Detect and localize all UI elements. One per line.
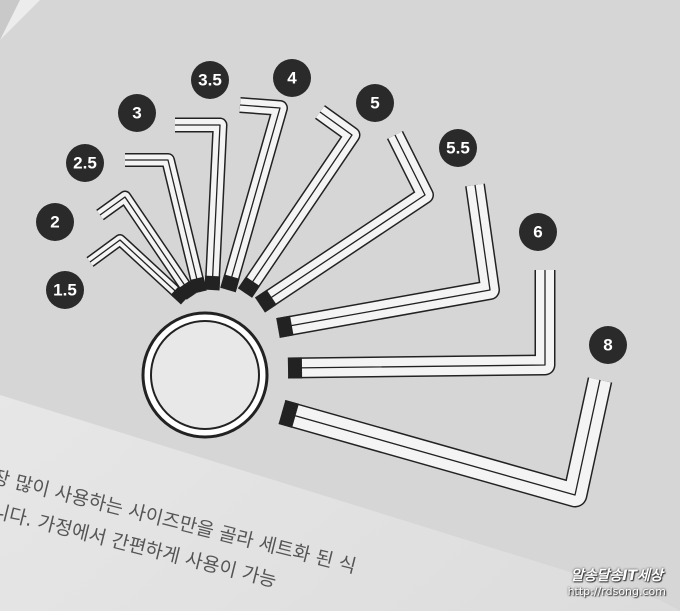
size-label-2.5: 2.5 [66, 144, 104, 182]
watermark: 알송달송IT세상 http://rdsong.com [568, 569, 666, 599]
size-label-text: 2 [50, 213, 59, 232]
hex-key-6 [287, 270, 556, 379]
watermark-url: http://rdsong.com [567, 585, 666, 598]
size-label-3: 3 [118, 94, 156, 132]
size-label-text: 4 [287, 69, 297, 88]
size-label-text: 8 [603, 336, 612, 355]
hex-key-2 [96, 190, 198, 300]
size-label-text: 3.5 [198, 71, 222, 90]
size-label-text: 5.5 [446, 139, 470, 158]
size-label-8: 8 [589, 326, 627, 364]
hex-key-3.5 [220, 97, 288, 293]
hex-key-1.5 [86, 234, 190, 305]
hex-key-4 [237, 105, 361, 298]
size-label-4: 4 [273, 59, 311, 97]
size-label-5: 5 [356, 84, 394, 122]
size-label-2: 2 [36, 203, 74, 241]
hex-key-5 [255, 130, 434, 313]
size-label-text: 2.5 [73, 154, 97, 173]
size-label-5.5: 5.5 [439, 129, 477, 167]
size-label-text: 1.5 [53, 281, 77, 300]
hex-key-8 [278, 377, 613, 508]
hex-keys [86, 97, 613, 508]
hex-key-5.5 [276, 183, 500, 338]
size-label-1.5: 1.5 [46, 271, 84, 309]
size-label-text: 5 [370, 94, 379, 113]
size-label-6: 6 [519, 213, 557, 251]
hex-key-3 [175, 117, 228, 291]
watermark-title: 알송달송IT세상 [570, 568, 663, 584]
hex-key-2.5 [125, 153, 207, 294]
size-label-3.5: 3.5 [191, 61, 229, 99]
size-label-text: 3 [132, 104, 141, 123]
size-label-text: 6 [533, 223, 542, 242]
key-ring [141, 311, 269, 439]
